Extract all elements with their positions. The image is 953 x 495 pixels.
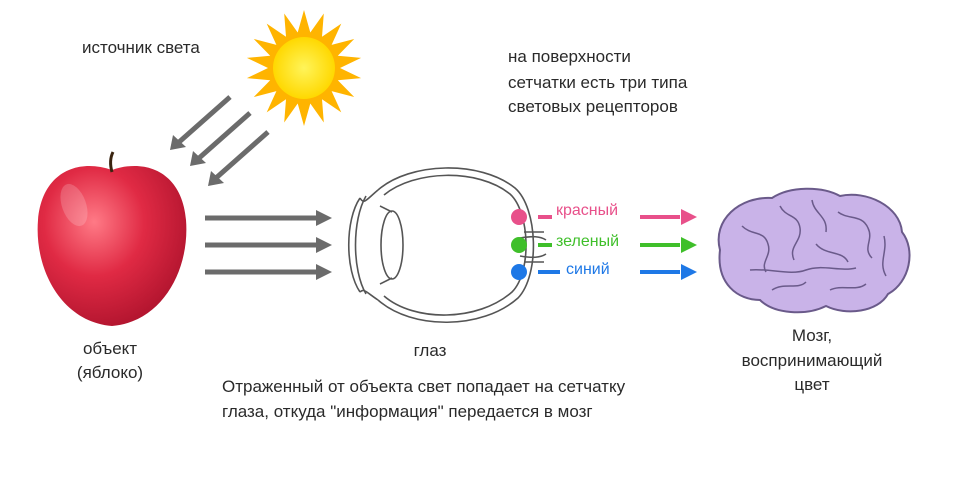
retina-note-line1: на поверхности bbox=[508, 47, 631, 66]
light-source-label: источник света bbox=[82, 38, 200, 57]
caption-line1: Отраженный от объекта свет попадает на с… bbox=[222, 377, 626, 396]
caption-line2: глаза, откуда "информация" передается в … bbox=[222, 402, 593, 421]
object-label-line2: (яблоко) bbox=[76, 363, 144, 382]
receptor-red-label: красный bbox=[556, 202, 619, 219]
receptor-green bbox=[511, 237, 697, 253]
brain-label-line1: Мозг, bbox=[791, 326, 833, 345]
receptor-red bbox=[511, 209, 697, 225]
eye-diagram bbox=[348, 167, 547, 323]
light-arrow bbox=[170, 95, 232, 150]
reflected-arrow bbox=[205, 210, 332, 226]
light-arrow bbox=[208, 130, 270, 186]
light-arrow bbox=[190, 111, 252, 166]
brain-label-line3: цвет bbox=[794, 375, 830, 394]
reflected-light-arrows bbox=[205, 210, 332, 280]
receptor-blue-label: синий bbox=[566, 261, 610, 278]
apple-icon bbox=[37, 151, 187, 326]
brain-label-line2: воспринимающий bbox=[741, 351, 883, 370]
retina-note-line2: сетчатки есть три типа bbox=[508, 73, 688, 92]
receptor-blue bbox=[511, 264, 697, 280]
sun-icon bbox=[246, 10, 362, 126]
brain-icon bbox=[717, 187, 911, 314]
eye-label: глаз bbox=[413, 341, 447, 360]
receptor-pathways bbox=[511, 209, 697, 280]
receptor-green-label: зеленый bbox=[556, 233, 620, 250]
reflected-arrow bbox=[205, 237, 332, 253]
incoming-light-arrows bbox=[170, 95, 270, 186]
reflected-arrow bbox=[205, 264, 332, 280]
object-label-line1: объект bbox=[82, 339, 138, 358]
retina-note-line3: световых рецепторов bbox=[508, 97, 678, 116]
